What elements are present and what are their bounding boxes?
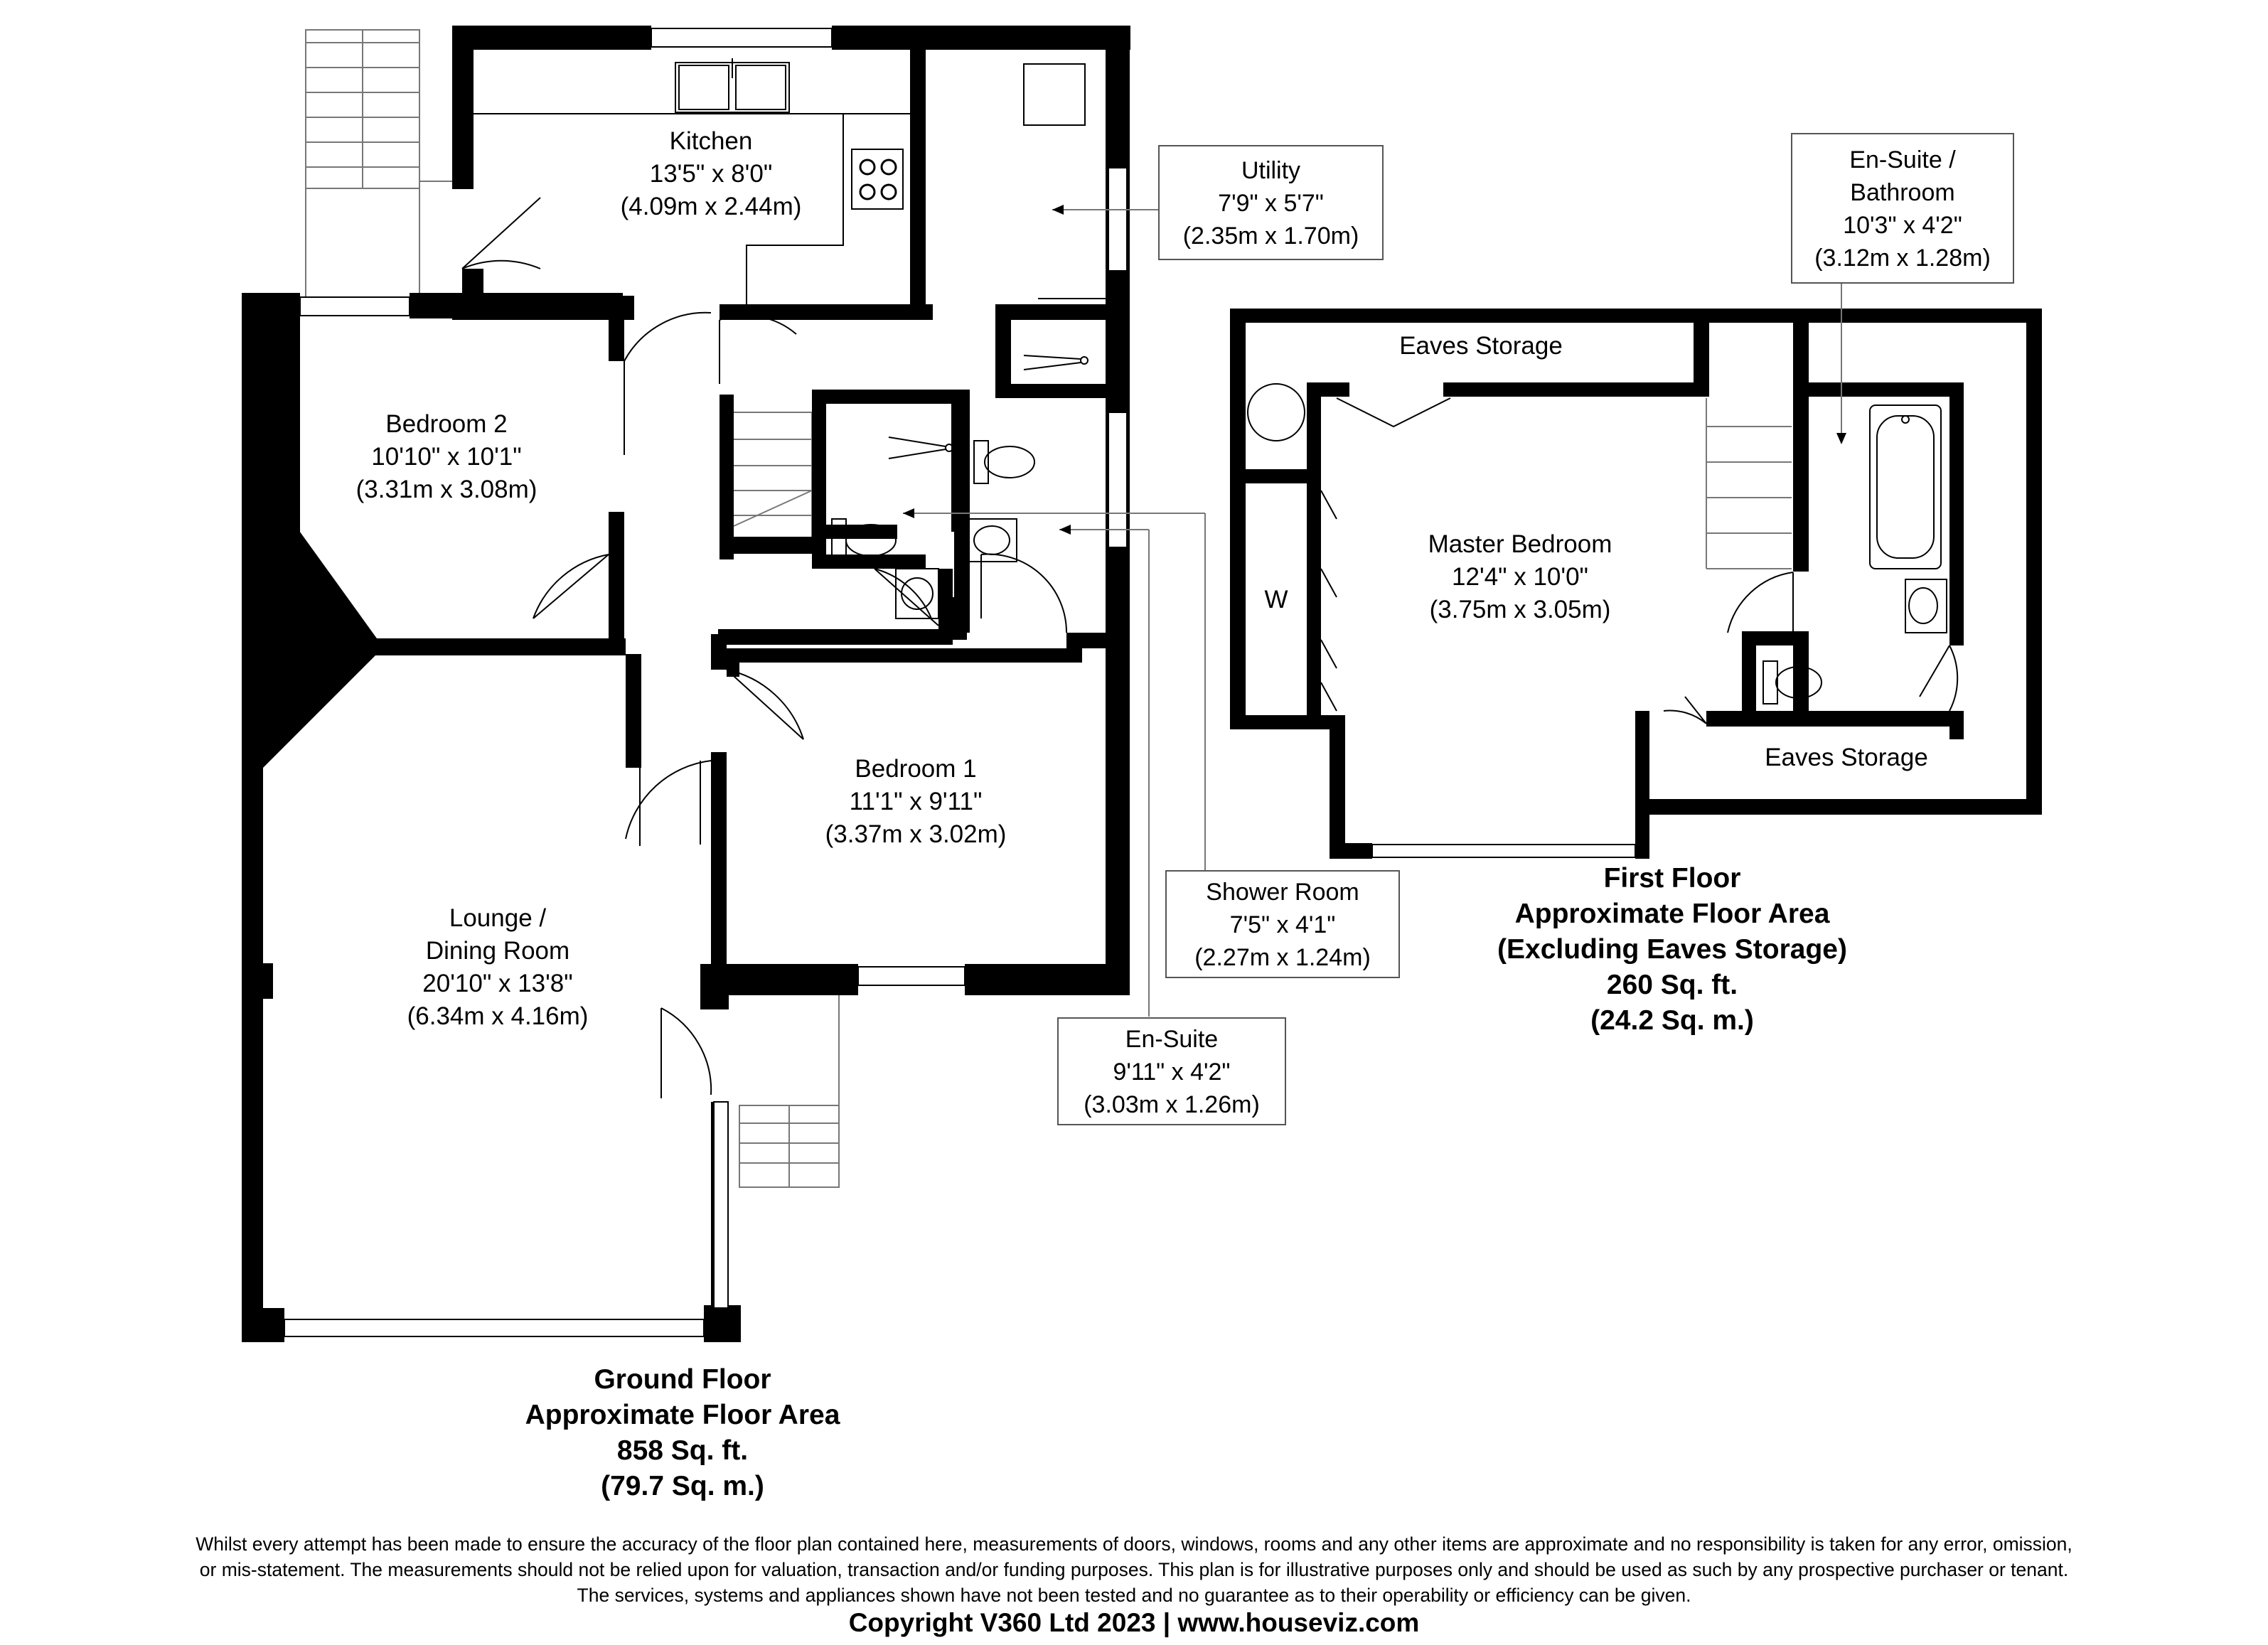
bedroom2-walls: [242, 293, 626, 655]
bedroom2-door-2: [533, 554, 609, 619]
hob-icon: [859, 159, 897, 200]
ground-floor-area: (79.7 Sq. m.): [601, 1471, 764, 1501]
external-steps-bottom: [739, 995, 840, 1188]
master-door: [1663, 696, 1707, 724]
bath-icon: [1869, 404, 1942, 569]
callout-label-shower: (2.27m x 1.24m): [1194, 944, 1371, 971]
disclaimer-line: or mis-statement. The measurements shoul…: [199, 1559, 2069, 1580]
copyright: Copyright V360 Ltd 2023 | www.houseviz.c…: [848, 1608, 1420, 1637]
first-floor-area: (24.2 Sq. m.): [1590, 1005, 1754, 1036]
utility-walls: [995, 63, 1130, 413]
disclaimer: Whilst every attempt has been made to en…: [28, 1531, 2240, 1608]
ground-floor-area: Ground Floor: [594, 1364, 771, 1395]
basin-icon: [966, 518, 1017, 562]
callout-label-ensuite_bath: Bathroom: [1850, 179, 1954, 206]
callout-box-ensuite: [1057, 1017, 1286, 1125]
room-label-lounge: 20'10" x 13'8": [422, 970, 572, 997]
lounge-door: [625, 760, 712, 845]
room-callouts: Utility 7'9" x 5'7" (2.35m x 1.70m) Shower …: [1057, 133, 2014, 1125]
callout-label-utility: 7'9" x 5'7": [1218, 190, 1324, 217]
room-label-bedroom1: (3.37m x 3.02m): [825, 820, 1007, 848]
ensuite-door: [874, 568, 939, 626]
room-label-bedroom2: 10'10" x 10'1": [371, 443, 521, 471]
kitchen-window: [651, 28, 833, 48]
bedroom1-door: [726, 669, 804, 740]
callout-label-ensuite_bath: 10'3" x 4'2": [1843, 212, 1962, 239]
bathroom-walls: [718, 313, 1130, 648]
kitchen-back-door: [461, 197, 541, 269]
callout-label-ensuite_bath: En-Suite /: [1849, 146, 1956, 173]
room-label-bedroom2: (3.31m x 3.08m): [356, 476, 537, 503]
shower-icon-2: [888, 436, 953, 459]
front-door: [660, 1007, 712, 1098]
ground-floor-area: 858 Sq. ft.: [617, 1435, 748, 1466]
bedroom2-door: [624, 311, 712, 455]
callout-box-shower: [1165, 870, 1400, 978]
toilet-icon: [973, 440, 1035, 484]
room-label-bedroom1: Bedroom 1: [855, 755, 976, 783]
callout-label-ensuite_bath: (3.12m x 1.28m): [1814, 245, 1991, 272]
hall-door: [719, 314, 797, 384]
room-label-wardrobe: W: [1264, 586, 1288, 613]
room-label-lounge: Lounge /: [449, 904, 547, 932]
master-stairs: [1706, 398, 1792, 569]
callout-label-ensuite: (3.03m x 1.26m): [1084, 1091, 1260, 1118]
ground-floor-plan: [242, 26, 1130, 1342]
room-label-bedroom1: 11'1" x 9'11": [850, 788, 983, 815]
bedroom1-walls: [700, 634, 1130, 1009]
external-steps-top: [305, 29, 462, 301]
ensuite-bath-door-2: [1919, 645, 1959, 712]
basin-icon-3: [1905, 579, 1947, 633]
room-label-kitchen: (4.09m x 2.44m): [621, 193, 802, 220]
kitchen-walls: [452, 26, 1130, 320]
room-label-kitchen: 13'5" x 8'0": [650, 160, 773, 188]
toilet-icon-2: [831, 518, 897, 562]
first-floor-plan: [1230, 309, 2042, 859]
room-label-master: Master Bedroom: [1428, 530, 1612, 558]
callout-label-ensuite: En-Suite: [1125, 1026, 1218, 1053]
water-tank-icon: [1247, 383, 1305, 441]
room-label-bedroom2: Bedroom 2: [385, 410, 507, 438]
callout-box-utility: [1158, 145, 1384, 260]
callout-leaders: [903, 209, 1842, 1017]
wardrobe: [1307, 469, 1337, 725]
callout-arrows: [903, 205, 1846, 535]
room-label-lounge: (6.34m x 4.16m): [407, 1002, 589, 1030]
first-floor-area: 260 Sq. ft.: [1607, 970, 1738, 1000]
room-label-eaves_top: Eaves Storage: [1399, 332, 1563, 360]
callout-label-utility: (2.35m x 1.70m): [1183, 223, 1359, 250]
room-label-master: 12'4" x 10'0": [1452, 563, 1588, 591]
shower-room-door: [980, 553, 1068, 633]
callout-label-utility: Utility: [1241, 157, 1300, 184]
kitchen-worktop: [474, 58, 910, 304]
room-label-lounge: Dining Room: [426, 937, 569, 965]
ground-floor-area: Approximate Floor Area: [525, 1400, 840, 1430]
disclaimer-line: Whilst every attempt has been made to en…: [196, 1533, 2072, 1555]
lounge-walls: [242, 654, 741, 1342]
ensuite-bath-door: [1727, 572, 1794, 633]
first-floor-area: Approximate Floor Area: [1515, 899, 1830, 929]
first-floor-area: (Excluding Eaves Storage): [1497, 934, 1847, 965]
callout-label-shower: 7'5" x 4'1": [1230, 911, 1336, 938]
toilet-icon-3: [1762, 660, 1822, 704]
callout-box-ensuite_bath: [1791, 133, 2014, 284]
disclaimer-line: The services, systems and appliances sho…: [577, 1585, 1691, 1606]
callout-label-shower: Shower Room: [1206, 879, 1359, 906]
shower-icon: [1023, 355, 1088, 370]
first-floor-area: First Floor: [1604, 863, 1741, 894]
room-label-eaves_bottom: Eaves Storage: [1765, 744, 1928, 771]
room-label-kitchen: Kitchen: [670, 127, 753, 155]
room-labels: Kitchen 13'5" x 8'0" (4.09m x 2.44m) Bedroo…: [356, 127, 1928, 1030]
callout-label-ensuite: 9'11" x 4'2": [1113, 1059, 1230, 1086]
hall-stairs: [720, 395, 813, 559]
room-label-master: (3.75m x 3.05m): [1430, 596, 1611, 623]
eaves-door: [1336, 397, 1451, 428]
